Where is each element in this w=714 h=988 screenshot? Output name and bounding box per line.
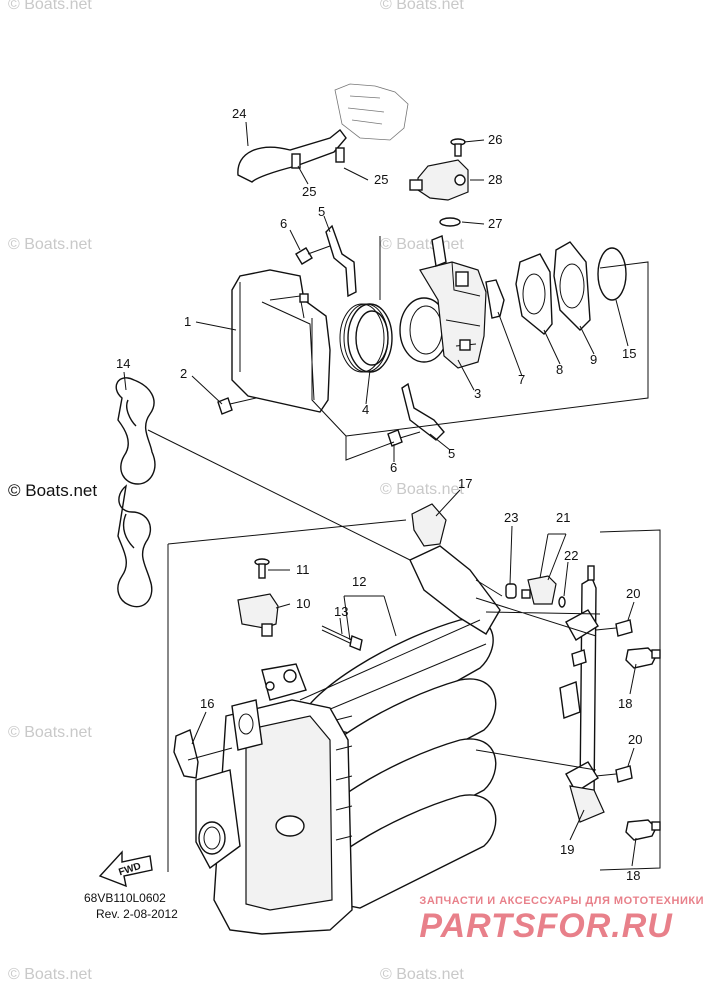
watermark: © Boats.net (8, 0, 92, 13)
intake-silencer (231, 269, 331, 413)
brand-block: ЗАПЧАСТИ И АКСЕССУАРЫ ДЛЯ МОТОТЕХНИКИ PA… (419, 895, 704, 946)
callout-20-lower: 20 (628, 732, 642, 747)
bolt (254, 558, 270, 579)
callout-22: 22 (564, 548, 578, 563)
assembly-line (187, 747, 233, 761)
callout-20-upper: 20 (626, 586, 640, 601)
clip (625, 819, 661, 841)
pressure-sensor (237, 593, 279, 637)
port-gasket (173, 729, 199, 779)
fwd-arrow: FWD (98, 850, 153, 888)
long-bolt (321, 625, 363, 651)
callout-25-left: 25 (302, 184, 316, 199)
callout-6-lower: 6 (390, 460, 397, 475)
screw (450, 138, 466, 157)
callout-18-upper: 18 (618, 696, 632, 711)
bolt (217, 397, 257, 415)
watermark: © Boats.net (380, 0, 464, 13)
watermark: © Boats.net (8, 724, 92, 741)
hose-clamp (291, 153, 301, 169)
callout-4: 4 (362, 402, 369, 417)
bolt (595, 619, 633, 637)
revision-date: Rev. 2-08-2012 (96, 907, 178, 921)
group-outline (311, 236, 649, 461)
throttle-seal (339, 303, 393, 373)
callout-16: 16 (200, 696, 214, 711)
callout-7: 7 (518, 372, 525, 387)
callout-10: 10 (296, 596, 310, 611)
bracket (401, 382, 445, 441)
callout-25-right: 25 (374, 172, 388, 187)
seal (505, 583, 517, 599)
callout-2: 2 (180, 366, 187, 381)
watermark: © Boats.net (8, 966, 92, 983)
callout-9: 9 (590, 352, 597, 367)
clip (625, 647, 661, 669)
callout-12: 12 (352, 574, 366, 589)
callout-8: 8 (556, 362, 563, 377)
throttle-body (399, 235, 487, 369)
callout-5-lower: 5 (448, 446, 455, 461)
callout-1: 1 (184, 314, 191, 329)
callout-27: 27 (488, 216, 502, 231)
o-ring (597, 247, 627, 301)
brand-tagline: ЗАПЧАСТИ И АКСЕССУАРЫ ДЛЯ МОТОТЕХНИКИ (419, 895, 704, 907)
callout-3: 3 (474, 386, 481, 401)
watermark: © Boats.net (380, 481, 464, 498)
callout-28: 28 (488, 172, 502, 187)
brand-logo: PARTSFOR.RU (419, 907, 673, 945)
callout-21: 21 (556, 510, 570, 525)
diagram-code: 68VB110L0602 (84, 891, 166, 905)
gasket-plate (515, 253, 553, 335)
callout-24: 24 (232, 106, 246, 121)
throttle-position-sensor (409, 159, 469, 201)
o-ring (558, 596, 566, 608)
callout-26: 26 (488, 132, 502, 147)
gasket (485, 279, 505, 319)
callout-23: 23 (504, 510, 518, 525)
bolt (595, 765, 633, 783)
callout-17: 17 (458, 476, 472, 491)
assembly-line (475, 579, 601, 771)
hose-clamp (335, 147, 345, 163)
callout-19: 19 (560, 842, 574, 857)
callout-5-upper: 5 (318, 204, 325, 219)
callout-15: 15 (622, 346, 636, 361)
assembly-line (147, 429, 411, 561)
adapter-plate (553, 241, 591, 331)
bolt (387, 429, 421, 447)
intake-manifold (195, 545, 501, 935)
watermark: © Boats.net (8, 236, 92, 253)
temperature-sensor (521, 575, 557, 605)
manifold-gasket (115, 377, 156, 608)
fuel-rail (559, 565, 605, 823)
engine-sketch (334, 83, 409, 141)
bolt (295, 245, 331, 265)
watermark: © Boats.net (380, 966, 464, 983)
callout-18-lower: 18 (626, 868, 640, 883)
callout-6-upper: 6 (280, 216, 287, 231)
watermark-bold: © Boats.net (8, 481, 98, 500)
callout-14: 14 (116, 356, 130, 371)
callout-13: 13 (334, 604, 348, 619)
o-ring (439, 217, 461, 227)
group-outline (167, 519, 661, 872)
callout-11: 11 (296, 562, 310, 577)
bracket (325, 224, 357, 298)
